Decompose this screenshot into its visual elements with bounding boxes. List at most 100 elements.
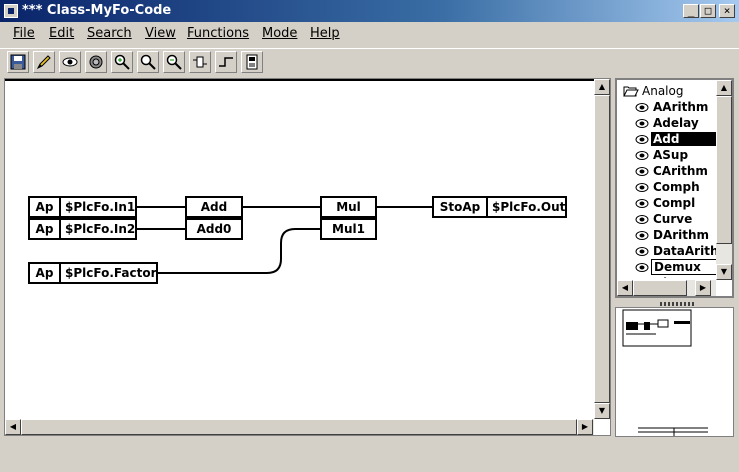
menu-functions-label: Functions <box>187 26 250 41</box>
title-bar: *** Class-MyFo-Code _ □ × <box>0 0 739 22</box>
zoom-reset-button[interactable] <box>137 51 159 73</box>
mul-block-type[interactable]: Mul <box>320 196 377 218</box>
menu-mode[interactable]: Mode <box>262 26 297 41</box>
edit-button[interactable] <box>33 51 55 73</box>
palette-item-label: ASup <box>653 148 689 162</box>
factor-type[interactable]: Ap <box>28 262 61 284</box>
zoom-out-button[interactable] <box>163 51 185 73</box>
navigator-panel[interactable] <box>615 307 734 437</box>
function-block-icon <box>635 103 649 112</box>
menu-search[interactable]: Search <box>87 26 132 41</box>
save-page-button[interactable] <box>241 51 263 73</box>
view-eye-icon <box>62 57 78 67</box>
mul-block-name[interactable]: Mul1 <box>320 218 377 240</box>
function-block-icon <box>635 135 649 144</box>
menu-view-label: View <box>145 26 176 41</box>
out-attribute[interactable]: $PlcFo.Out <box>486 196 567 218</box>
palette-scroll-right-button[interactable]: ▶ <box>695 280 711 296</box>
add-block-type[interactable]: Add <box>185 196 243 218</box>
navigator-block <box>657 319 669 328</box>
menu-help[interactable]: Help <box>310 26 340 41</box>
canvas-vertical-scrollbar[interactable]: ▲ ▼ <box>594 79 610 419</box>
palette-item-label: Di <box>653 276 667 278</box>
zoom-out-icon <box>166 54 182 70</box>
object-icon <box>89 55 103 69</box>
in1-attribute[interactable]: $PlcFo.In1 <box>59 196 137 218</box>
maximize-button[interactable]: □ <box>700 4 716 18</box>
step-button[interactable] <box>215 51 237 73</box>
zoom-in-button[interactable] <box>111 51 133 73</box>
menu-edit-label: Edit <box>49 26 75 41</box>
palette-scroll-up-button[interactable]: ▲ <box>716 80 732 96</box>
palette-horizontal-scrollbar[interactable]: ◀ ▶ <box>617 280 716 296</box>
view-button[interactable] <box>59 51 81 73</box>
vertical-scroll-thumb[interactable] <box>594 95 610 403</box>
minimize-button[interactable]: _ <box>683 4 699 18</box>
palette-scroll-down-button[interactable]: ▼ <box>716 264 732 280</box>
palette-item-label: Adelay <box>653 116 699 130</box>
plc-editor-frame: Ap $PlcFo.In1 Ap $PlcFo.In2 Ap $PlcFo.Fa… <box>4 78 611 436</box>
plc-editor-canvas[interactable]: Ap $PlcFo.In1 Ap $PlcFo.In2 Ap $PlcFo.Fa… <box>5 79 594 412</box>
palette-item-label: Demux <box>651 259 716 275</box>
function-block-icon <box>635 215 649 224</box>
palette-item-label: AArithm <box>653 100 709 114</box>
palette-item-label: Add <box>651 132 716 146</box>
in2-attribute[interactable]: $PlcFo.In2 <box>59 218 137 240</box>
navigator-block <box>626 322 638 326</box>
add-block-name[interactable]: Add0 <box>185 218 243 240</box>
out-type[interactable]: StoAp <box>432 196 488 218</box>
horizontal-scroll-thumb[interactable] <box>21 419 577 435</box>
in1-type[interactable]: Ap <box>28 196 61 218</box>
palette-folder-label: Analog <box>642 84 684 98</box>
navigator-preview <box>622 309 708 436</box>
palette-item-label: Curve <box>653 212 693 226</box>
folder-open-icon <box>623 86 639 97</box>
zoom-reset-icon <box>140 54 156 70</box>
object-button[interactable] <box>85 51 107 73</box>
zoom-in-icon <box>114 54 130 70</box>
scroll-down-button[interactable]: ▼ <box>594 403 610 419</box>
menu-bar: File Edit Search View Functions Mode Hel… <box>0 23 739 45</box>
canvas-horizontal-scrollbar[interactable]: ◀ ▶ <box>5 419 594 435</box>
menu-file[interactable]: File <box>13 26 35 41</box>
function-block-icon <box>635 167 649 176</box>
menu-functions[interactable]: Functions <box>187 26 249 41</box>
toolbar <box>0 48 739 76</box>
function-block-icon <box>635 199 649 208</box>
edit-pencil-icon <box>36 55 51 70</box>
palette-horizontal-scroll-thumb[interactable] <box>633 280 687 296</box>
close-button[interactable]: × <box>719 4 735 18</box>
menu-view[interactable]: View <box>145 26 176 41</box>
palette-vertical-scroll-thumb[interactable] <box>716 96 732 244</box>
menu-help-label: Help <box>310 26 340 41</box>
save-button[interactable] <box>7 51 29 73</box>
connect-button[interactable] <box>189 51 211 73</box>
in2-type[interactable]: Ap <box>28 218 61 240</box>
palette-item-label: DataArithm <box>653 244 716 258</box>
function-block-icon <box>635 183 649 192</box>
scroll-up-button[interactable]: ▲ <box>594 79 610 95</box>
factor-attribute[interactable]: $PlcFo.Factor <box>59 262 158 284</box>
palette-item-label: Comph <box>653 180 700 194</box>
palette-vertical-scrollbar[interactable]: ▲ ▼ <box>716 80 732 280</box>
menu-mode-label: Mode <box>262 26 298 41</box>
splitter-grip[interactable] <box>660 302 694 306</box>
scroll-left-button[interactable]: ◀ <box>5 419 21 435</box>
step-icon <box>219 57 233 67</box>
navigator-block <box>626 326 638 330</box>
navigator-block <box>674 321 690 324</box>
menu-file-label: File <box>13 26 35 41</box>
save-page-icon <box>246 54 258 70</box>
app-icon[interactable] <box>4 4 18 18</box>
menu-edit[interactable]: Edit <box>49 26 74 41</box>
connection-lines <box>136 206 433 274</box>
palette-scroll-left-button[interactable]: ◀ <box>617 280 633 296</box>
palette-item-label: CArithm <box>653 164 708 178</box>
function-block-icon <box>635 247 649 256</box>
save-icon <box>10 54 26 70</box>
wire-factor-mul[interactable] <box>157 228 321 274</box>
palette-item-label: DArithm <box>653 228 710 242</box>
scroll-right-button[interactable]: ▶ <box>577 419 593 435</box>
